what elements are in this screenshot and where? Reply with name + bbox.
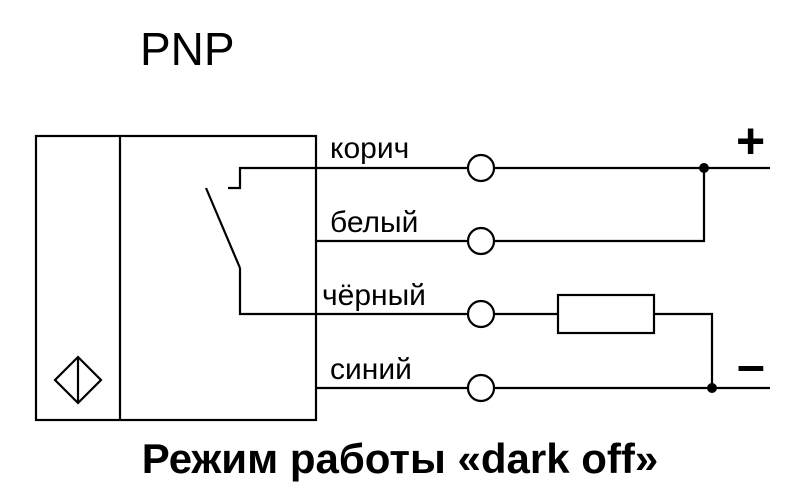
mode-caption: Режим работы «dark off» xyxy=(142,435,659,482)
terminal-blue xyxy=(466,373,496,403)
wire-label-white: белый xyxy=(330,206,418,239)
switch-contact-icon xyxy=(204,166,316,316)
junction-minus xyxy=(707,383,717,393)
wire-label-blue: синий xyxy=(330,353,412,386)
load-to-minus-wire xyxy=(654,312,714,388)
plus-sign: + xyxy=(736,113,765,169)
white-to-plus-wire xyxy=(494,168,706,243)
terminal-brown xyxy=(466,153,496,183)
wire-label-black: чёрный xyxy=(322,279,426,312)
diagram-title: PNP xyxy=(140,23,235,75)
terminal-black xyxy=(466,299,496,329)
minus-sign: – xyxy=(737,337,765,393)
terminal-white xyxy=(466,226,496,256)
optical-sensor-symbol-icon xyxy=(53,355,103,405)
wire-label-brown: корич xyxy=(330,132,409,165)
resistor-icon xyxy=(556,293,656,335)
sensor-body xyxy=(34,134,318,422)
